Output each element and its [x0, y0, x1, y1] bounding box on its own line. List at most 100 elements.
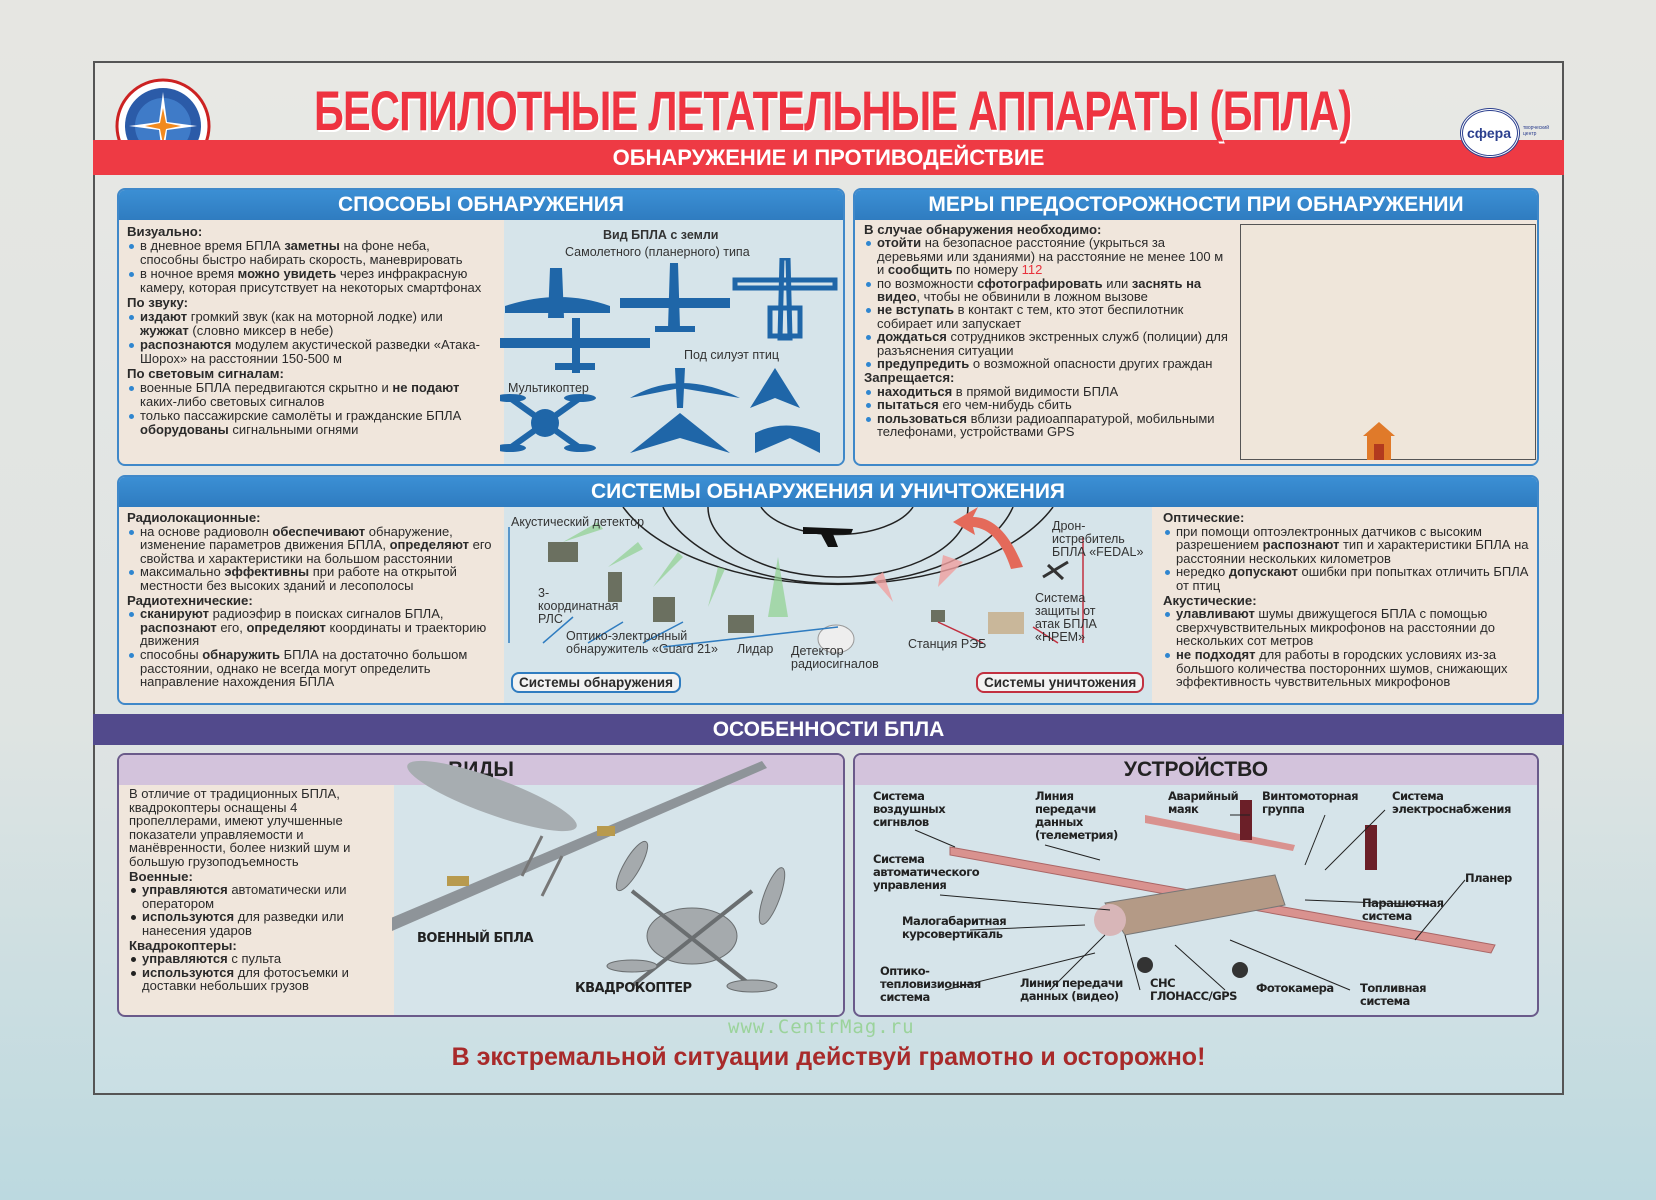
text-run: для разведки или нанесения ударов — [142, 909, 344, 938]
text-run: на безопасное расстояние (укрыться за де… — [877, 235, 1224, 278]
bold-term: определяют — [389, 537, 469, 553]
poster-subtitle: ОБНАРУЖЕНИЕ И ПРОТИВОДЕЙСТВИЕ — [612, 145, 1045, 170]
text-run: громкий звук (как на моторной лодке) или — [187, 309, 443, 324]
military-drone-label: ВОЕННЫЙ БПЛА — [417, 931, 534, 946]
text-run: только пассажирские самолёты и гражданск… — [140, 408, 462, 423]
fedal-label: Дрон-истребитель БПЛА «FEDAL» — [1052, 519, 1144, 559]
bold-term: издают — [140, 309, 188, 324]
group-heading: По звуку: — [127, 295, 189, 310]
bold-term: заснять на видео — [877, 275, 1202, 305]
plane-silhouette-icon — [620, 263, 730, 332]
text-run: 112 — [1021, 262, 1043, 278]
lidar-icon — [728, 615, 754, 633]
text-run: вблизи радиоаппаратурой, мобильными теле… — [877, 410, 1215, 440]
poster-title: БЕСПИЛОТНЫЕ ЛЕТАТЕЛЬНЫЕ АППАРАТЫ (БПЛА) — [314, 79, 1352, 142]
bullet-item: распознаются модулем акустической развед… — [127, 338, 491, 366]
radar-label: 3-координатная РЛС — [538, 586, 619, 626]
view-title: Вид БПЛА с земли — [603, 228, 719, 242]
device-part-label: СНС ГЛОНАСС/GPS — [1150, 976, 1237, 1003]
radio-detector-label: Детектор радиосигналов — [791, 644, 879, 671]
text-run: по возможности — [877, 275, 978, 291]
subtitle-band: ОБНАРУЖЕНИЕ И ПРОТИВОДЕЙСТВИЕ — [93, 140, 1564, 175]
device-panel: УСТРОЙСТВО — [853, 753, 1539, 1017]
bold-term: распознаются — [140, 337, 232, 352]
bullet-item: нередко допускают ошибки при попытках от… — [1163, 565, 1533, 592]
sfera-logo-sub: творческий центр — [1523, 125, 1550, 137]
view-plane-label: Самолетного (планерного) типа — [565, 245, 750, 259]
detection-title: СПОСОБЫ ОБНАРУЖЕНИЯ — [119, 190, 843, 220]
drone-silhouettes-drawing — [500, 258, 838, 453]
bold-term: не подходят — [1176, 646, 1256, 662]
device-part-label: Планер — [1465, 871, 1512, 885]
text-run: радиоэфир в поисках сигналов БПЛА, — [208, 606, 444, 622]
bullet-item: на основе радиоволн обеспечивают обнаруж… — [127, 523, 499, 566]
text-run: при помощи оптоэлектронных датчиков с вы… — [1176, 523, 1482, 553]
guard21-label: Оптико-электронный обнаружитель «Guard 2… — [566, 629, 718, 656]
device-part-label: Фотокамера — [1256, 981, 1334, 995]
text-run: при работе на открытой местности без выс… — [140, 564, 457, 593]
quadcopter-label: КВАДРОКОПТЕР — [575, 981, 692, 996]
multicopter-silhouette-icon — [500, 394, 596, 452]
plane-silhouette-icon — [505, 268, 610, 318]
types-text: В отличие от традиционных БПЛА, квадроко… — [129, 787, 391, 993]
bold-term: можно увидеть — [237, 266, 337, 281]
bold-term: эффективны — [224, 564, 310, 580]
interceptor-arrow-icon — [953, 507, 1023, 569]
group-heading: По световым сигналам: — [127, 366, 284, 381]
text-run: его, — [216, 619, 247, 635]
text-run: модулем акустической разведки «Атака-Шор… — [140, 337, 480, 366]
text-run: каких-либо световых сигналов — [140, 394, 325, 409]
group-heading: Визуально: — [127, 224, 203, 239]
bullet-item: управляются автоматически или оператором — [129, 883, 391, 910]
bold-term: улавливают — [1176, 606, 1255, 622]
text-run: о возможной опасности других граждан — [969, 356, 1213, 372]
text-run: на фоне неба, способны быстро набирать с… — [140, 238, 463, 267]
bold-term: распознают — [1262, 537, 1340, 553]
military-drone-icon — [392, 760, 767, 931]
text-run: в ночное время — [140, 266, 238, 281]
bold-term: пользоваться — [877, 410, 968, 426]
types-drawing — [392, 760, 786, 993]
bullet-item: способны обнаружить БПЛА на достаточно б… — [127, 648, 499, 689]
hpem-label: Система защиты от атак БПЛА «HPEM» — [1035, 591, 1097, 644]
house-icon — [1363, 422, 1395, 460]
systems-right-text: Оптические:при помощи оптоэлектронных да… — [1163, 510, 1533, 689]
bullet-item: максимально эффективны при работе на отк… — [127, 565, 499, 592]
lidar-label: Лидар — [737, 642, 774, 656]
acoustic-detector-label: Акустический детектор — [511, 515, 645, 529]
bold-term: жужжат — [140, 323, 189, 338]
bold-term: определяют — [246, 619, 326, 635]
text-run: в контакт с тем, кто этот беспилотник со… — [877, 302, 1184, 331]
device-part-label: Система воздушных сигнвлов — [873, 789, 946, 829]
detection-panel: СПОСОБЫ ОБНАРУЖЕНИЯ — [117, 188, 845, 466]
group-heading: В случае обнаружения необходимо: — [864, 222, 1102, 237]
view-multicopter-label: Мультикоптер — [508, 381, 589, 395]
text-run: максимально — [140, 564, 225, 580]
group-heading: Запрещается: — [864, 370, 955, 386]
device-part-label: Малогабаритная курсовертикаль — [902, 914, 1007, 941]
systems-diagram-drawing — [508, 507, 1084, 654]
bold-term: обеспечивают — [272, 523, 366, 539]
text-run: его чем-нибудь сбить — [938, 397, 1072, 413]
features-title: ОСОБЕННОСТИ БПЛА — [712, 718, 945, 741]
bullet-item: управляются с пульта — [129, 952, 391, 966]
bold-term: дождаться — [877, 329, 947, 345]
text-run: по номеру — [952, 262, 1022, 278]
bold-term: управляются — [142, 951, 228, 967]
bullet-item: пытаться его чем-нибудь сбить — [864, 398, 1234, 411]
device-part-label: Оптико-тепловизионная система — [880, 964, 981, 1004]
bullet-item: не подходят для работы в городских услов… — [1163, 648, 1533, 689]
text-run: шумы движущегося БПЛА с помощью сверхчув… — [1176, 606, 1495, 649]
text-run: на основе радиоволн — [140, 523, 273, 539]
bold-term: не вступать — [877, 302, 954, 318]
group-heading: Радиотехнические: — [127, 592, 253, 608]
group-heading: Радиолокационные: — [127, 510, 261, 525]
text-run: координаты и траекторию движения — [140, 619, 487, 649]
device-part-label: Система электроснабжения — [1392, 789, 1511, 816]
bullet-item: сканируют радиоэфир в поисках сигналов Б… — [127, 607, 499, 648]
types-intro: В отличие от традиционных БПЛА, квадроко… — [129, 786, 351, 869]
bullet-item: в дневное время БПЛА заметны на фоне неб… — [127, 239, 491, 267]
text-run: с пульта — [227, 951, 282, 967]
bold-term: обнаружить — [202, 646, 281, 662]
fedal-drone-icon — [1042, 560, 1069, 581]
